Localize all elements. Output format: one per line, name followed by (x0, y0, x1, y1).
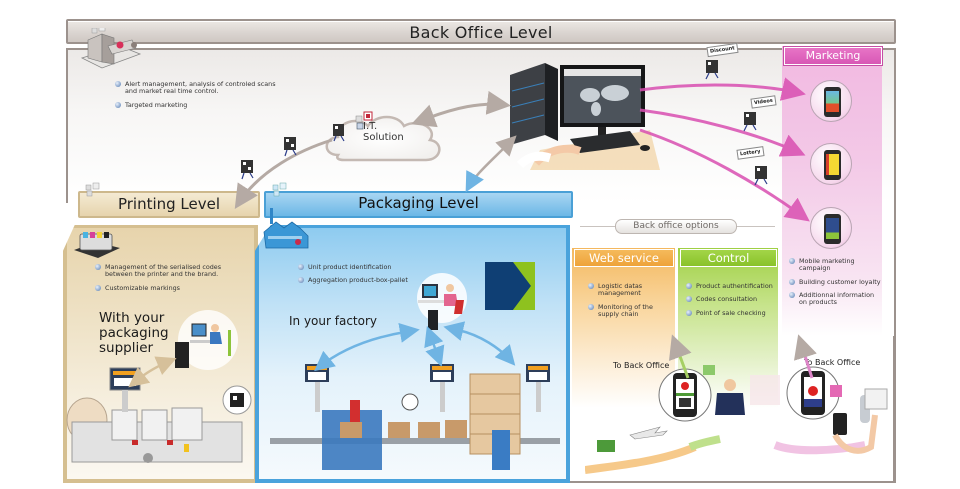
to-back-office-label-marketing: To Back Office (804, 358, 861, 367)
back-office-bullets: Alert management, analysis of controled … (115, 80, 285, 115)
phone-icon (824, 150, 841, 180)
bullet-icon (115, 101, 121, 108)
control-header: Control (680, 249, 777, 267)
bullet-icon (588, 283, 594, 289)
bullet-item: Building customer loyalty (789, 278, 881, 286)
bullet-item: Logistic datas management (588, 282, 670, 298)
to-back-office-label-control: To Back Office (613, 361, 670, 370)
marketing-header: Marketing (783, 46, 883, 66)
printer-cartridge-icon (74, 232, 120, 258)
bullet-icon (789, 292, 795, 299)
production-line-icon (270, 364, 560, 470)
it-solution-label: I.T. Solution (363, 121, 404, 143)
bullet-item: Customizable markings (95, 284, 225, 292)
bullet-icon (298, 264, 304, 270)
packaging-bullets: Unit product identification Aggregation … (298, 263, 458, 291)
phone-discount-bubble (810, 80, 852, 122)
bullet-icon (298, 277, 304, 284)
bullet-icon (789, 258, 795, 264)
bullet-icon (686, 283, 692, 289)
factory-operator-icon (417, 273, 467, 330)
back-office-header: Back Office Level (66, 19, 896, 44)
marketing-bullets: Mobile marketing campaign Building custo… (789, 257, 881, 313)
bullet-item: Point of sale checking (686, 309, 774, 317)
back-office-right-border (894, 48, 896, 483)
printing-header (78, 191, 260, 218)
supply-chain-illustration (585, 365, 888, 474)
packaging-title: Packaging Level (358, 194, 479, 212)
bullet-item: Unit product identification (298, 263, 458, 271)
terminal-2 (430, 364, 454, 412)
web-service-header: Web service (574, 249, 674, 267)
bullet-icon (95, 264, 101, 270)
back-office-options-label: Back office options (615, 219, 737, 234)
bullet-item: Monitoring of the supply chain (588, 303, 670, 319)
terminal-1 (305, 364, 329, 412)
phone-video-bubble (810, 143, 852, 185)
bullet-icon (789, 278, 795, 285)
bullet-icon (115, 81, 121, 87)
bullet-item: Management of the serialised codes betwe… (95, 263, 225, 279)
bullet-item: Targeted marketing (115, 101, 285, 109)
office-worker-icon (175, 310, 238, 370)
phone-icon (824, 87, 841, 117)
bullet-item: Additionnal information on products (789, 291, 881, 307)
bullet-item: Mobile marketing campaign (789, 257, 881, 273)
computer-workstation-icon (510, 63, 660, 170)
bullet-icon (686, 296, 692, 303)
printing-title: Printing Level (117, 195, 221, 213)
back-office-title: Back Office Level (409, 23, 553, 42)
bullet-item: Product authentification (686, 282, 774, 290)
terminal-3 (526, 364, 550, 412)
printing-bullets: Management of the serialised codes betwe… (95, 263, 225, 298)
bullet-item: Aggregation product-box-pallet (298, 277, 458, 284)
phone-icon (824, 214, 841, 244)
packaging-caption: In your factory (289, 314, 378, 328)
web-service-bullets: Logistic datas management Monitoring of … (588, 282, 670, 324)
server-icon (80, 28, 142, 69)
options-bottom-panel (570, 336, 895, 483)
phone-lottery-bubble (810, 207, 852, 249)
logo-chevron-icon (485, 262, 535, 310)
company-logo (485, 262, 535, 310)
web-service-column (572, 248, 675, 408)
bullet-item: Alert management, analysis of controled … (115, 80, 285, 96)
factory-icon (263, 208, 309, 249)
bullet-icon (686, 309, 692, 316)
bullet-icon (588, 303, 594, 310)
printing-caption: With your packaging supplier (99, 310, 169, 357)
bullet-item: Codes consultation (686, 296, 774, 303)
back-office-panel (66, 48, 896, 203)
control-bullets: Product authentification Codes consultat… (686, 282, 774, 323)
bullet-icon (95, 284, 101, 291)
printing-machine-icon (66, 367, 252, 463)
